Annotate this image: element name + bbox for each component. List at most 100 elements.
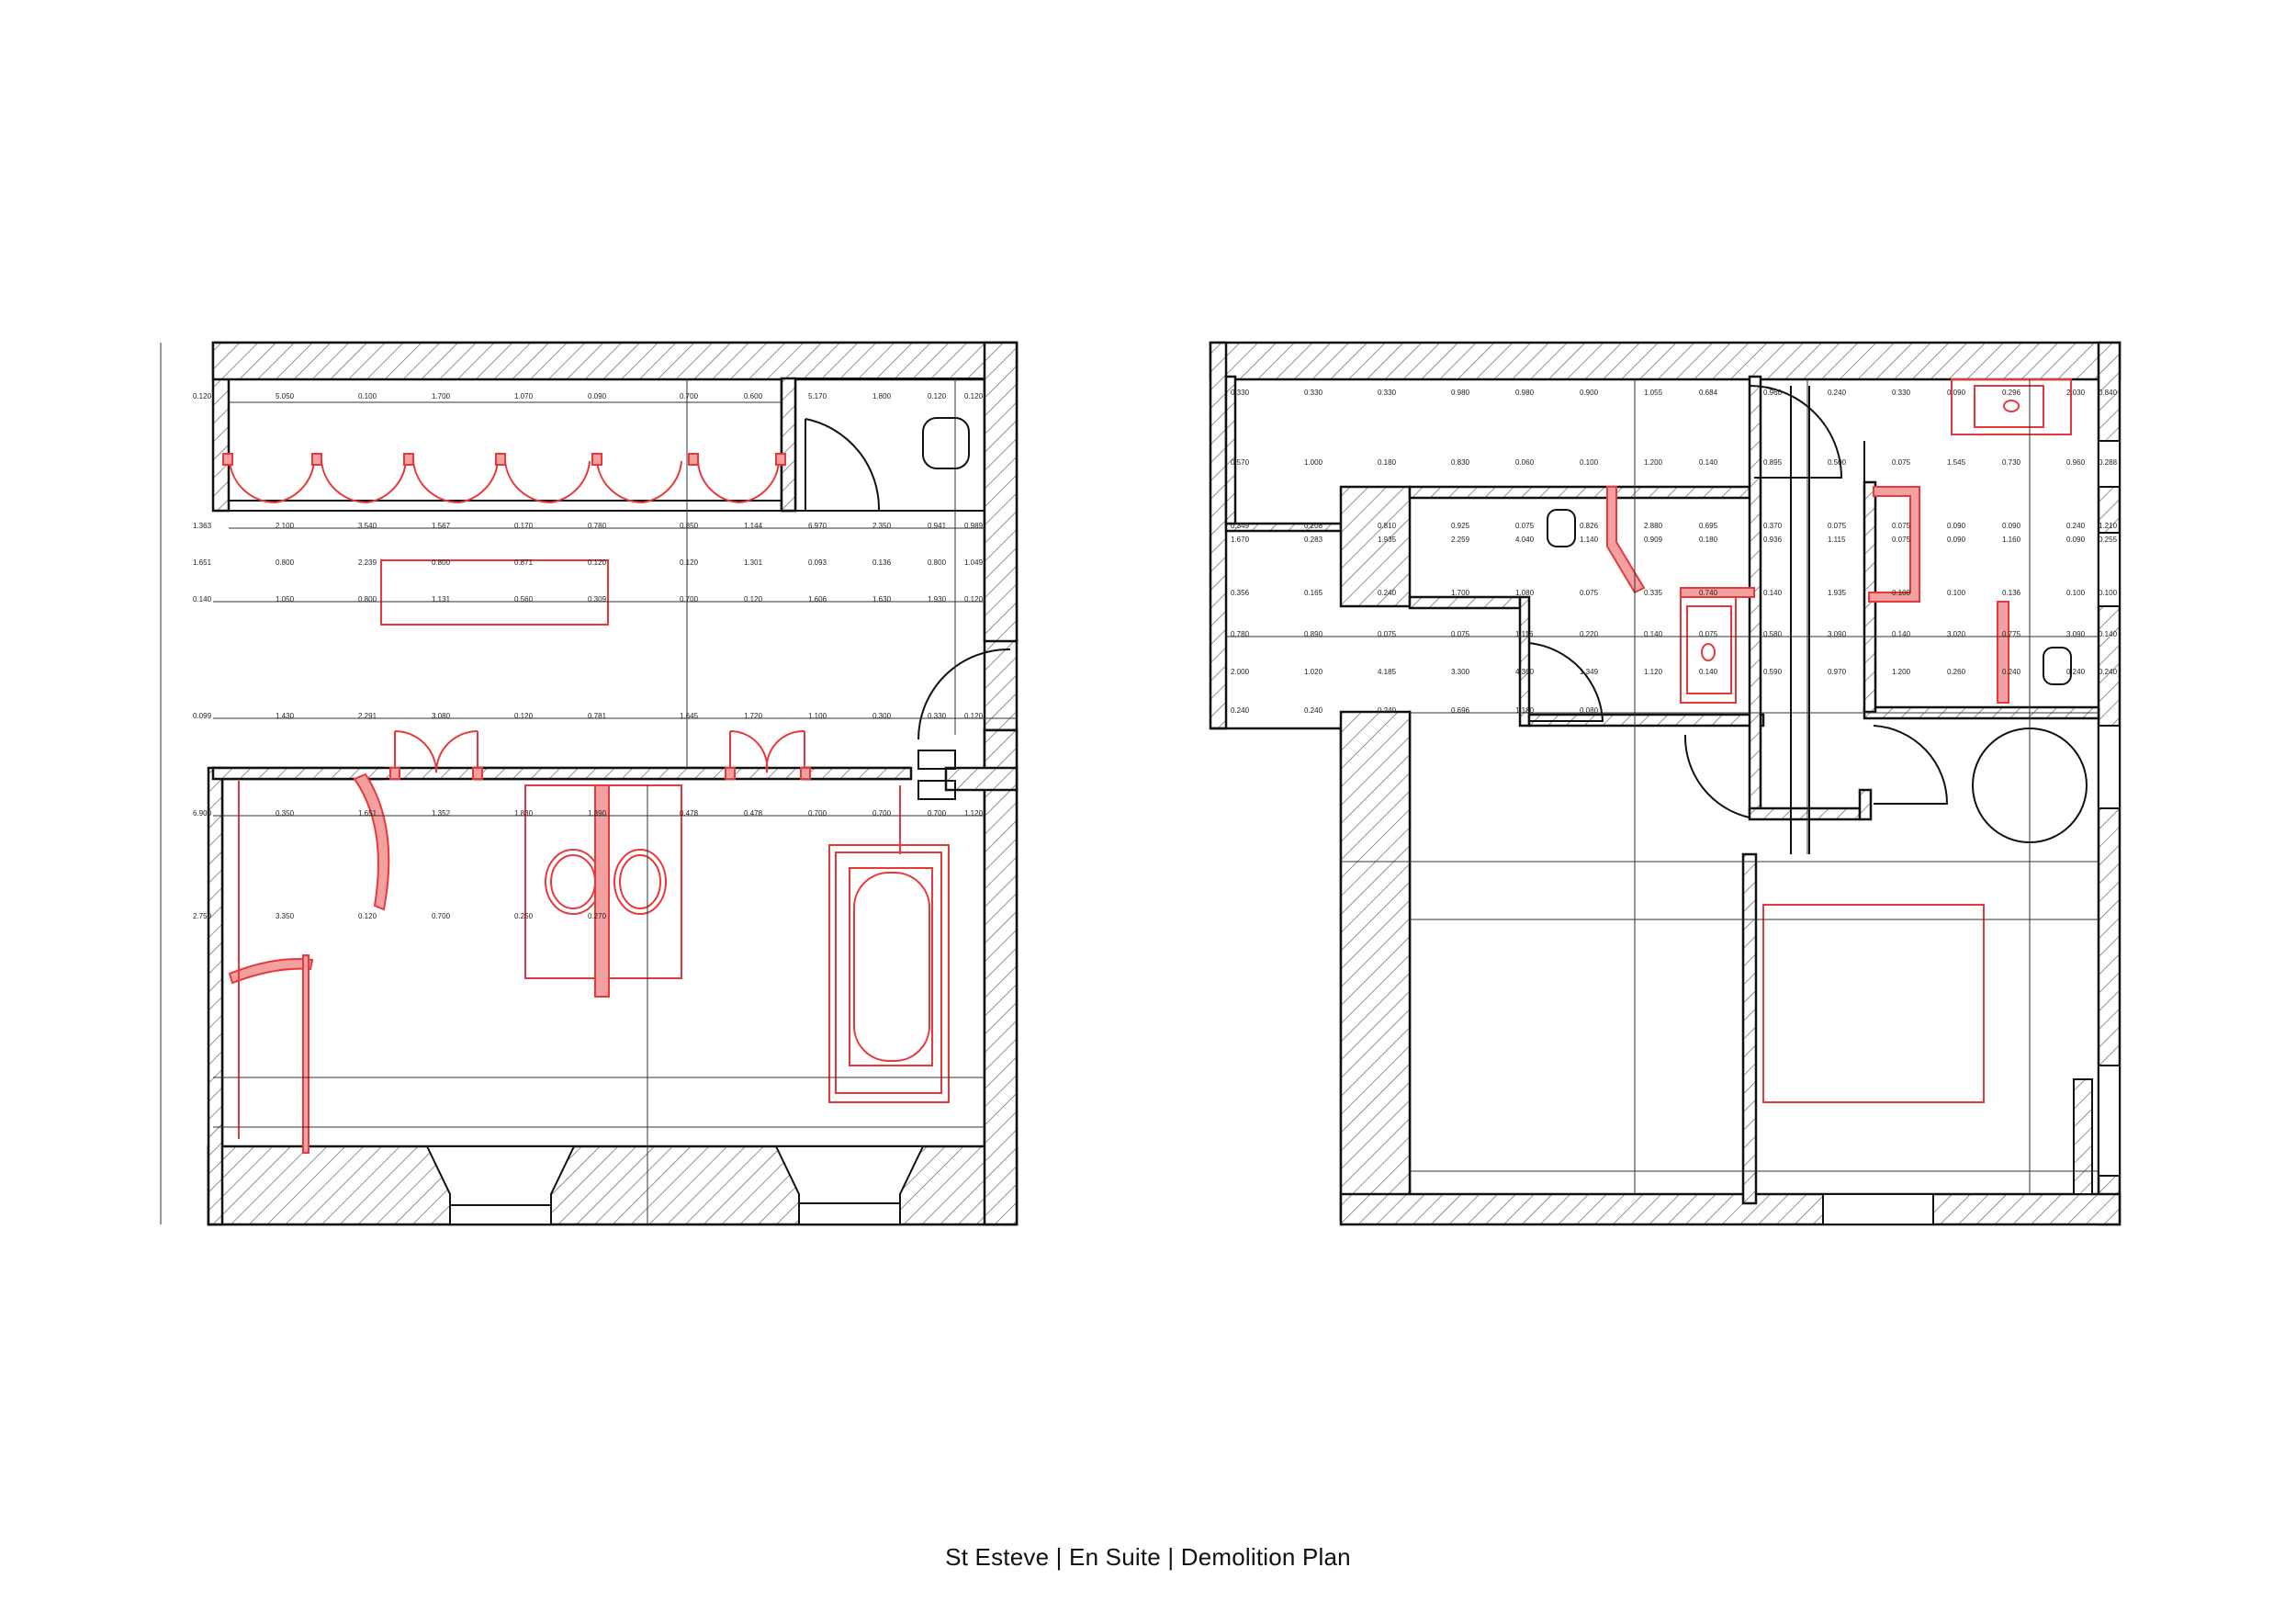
dimension-label: 0.240 [1231, 706, 1250, 715]
dimension-label: 0.140 [1763, 589, 1783, 597]
dimension-label: 1.100 [808, 712, 827, 720]
dimension-label: 0.260 [1947, 668, 1966, 676]
dimension-label: 1.606 [808, 595, 827, 603]
dimension-label: 0.165 [1304, 589, 1323, 597]
dimension-label: 2.100 [276, 522, 295, 530]
dimension-label: 4.360 [1515, 668, 1535, 676]
left-wc-box [794, 378, 985, 512]
dimension-label: 3.080 [432, 712, 451, 720]
dimension-label: 0.270 [588, 912, 607, 920]
dimension-label: 0.100 [358, 392, 377, 400]
dimension-label: 0.370 [1763, 522, 1783, 530]
dimension-label: 1.935 [1378, 536, 1397, 544]
dimension-label: 0.800 [358, 595, 377, 603]
dimension-label: 0.330 [1304, 389, 1323, 397]
dimension-label: 1.390 [588, 809, 607, 818]
dimension-label: 1.049 [964, 558, 984, 567]
dimension-label: 0.600 [744, 392, 763, 400]
left-wc-door [805, 418, 881, 512]
bath-panel [835, 851, 942, 1094]
dimension-label: 0.330 [928, 712, 947, 720]
right-red-basin-unit [1680, 587, 1737, 704]
dimension-label: 0.309 [588, 595, 607, 603]
dimension-label: 1.200 [1892, 668, 1911, 676]
dimension-label: 0.208 [1304, 522, 1323, 530]
dimension-label: 5.170 [808, 392, 827, 400]
right-red-wall-3 [1868, 486, 1920, 603]
right-doors [1528, 385, 2088, 854]
dimension-label: 2.880 [1644, 522, 1663, 530]
dimension-label: 0.140 [1892, 630, 1911, 638]
dimension-label: 0.120 [588, 558, 607, 567]
left-doors [805, 417, 1018, 800]
dimension-label: 0.240 [2002, 668, 2021, 676]
bath-tub [853, 872, 930, 1062]
dimension-label: 0.140 [1699, 458, 1718, 467]
dimension-label: 1.651 [193, 558, 212, 567]
dimension-label: 4.040 [1515, 536, 1535, 544]
door-jamb-2 [472, 767, 483, 780]
dimension-label: 1.020 [1304, 668, 1323, 676]
dimension-label: 0.300 [872, 712, 892, 720]
dimension-label: 0.590 [1763, 668, 1783, 676]
dimension-label: 0.350 [276, 809, 295, 818]
dimension-label: 0.800 [276, 558, 295, 567]
dimension-label: 0.075 [1515, 522, 1535, 530]
dimension-label: 5.050 [276, 392, 295, 400]
left-window-bay-2 [774, 1145, 925, 1204]
bedroom-bench [380, 559, 609, 626]
left-right-lower-block [944, 766, 1019, 792]
right-door-3 [1683, 734, 1750, 819]
wardrobe-door-4 [504, 460, 591, 504]
dimension-label: 0.500 [1828, 458, 1847, 467]
dimension-label: 0.925 [1451, 522, 1470, 530]
dimension-label: 0.120 [964, 712, 984, 720]
dimension-label: 0.478 [744, 809, 763, 818]
left-entry-door [917, 640, 1018, 740]
right-door-2 [1528, 642, 1604, 722]
dimension-label: 1.050 [276, 595, 295, 603]
dimension-label: 1.160 [2002, 536, 2021, 544]
dimension-label: 4.185 [1378, 668, 1397, 676]
right-red-vanity [1951, 378, 2072, 435]
dimension-label: 0.075 [1892, 522, 1911, 530]
dimension-label: 1.349 [1580, 668, 1599, 676]
dimension-label: 0.090 [1947, 522, 1966, 530]
left-duct-2 [917, 780, 956, 800]
bath-outer [828, 844, 950, 1103]
right-dimension-lines [1226, 379, 2099, 1194]
right-inner-wall-13 [1224, 375, 1237, 525]
dimension-label: 6.970 [808, 522, 827, 530]
dimension-label: 0.075 [1378, 630, 1397, 638]
left-window-sill-1 [449, 1204, 552, 1225]
dimension-label: 0.180 [1378, 458, 1397, 467]
right-wc-1 [1547, 509, 1576, 547]
dimension-label: 0.100 [1947, 589, 1966, 597]
dimension-label: 0.970 [1828, 668, 1847, 676]
dimension-label: 0.240 [2066, 522, 2086, 530]
right-window-openings [1822, 440, 2121, 1225]
dimension-label: 1.567 [432, 522, 451, 530]
right-wc-2 [2043, 647, 2072, 685]
right-window-side-4 [2098, 1065, 2121, 1177]
dimension-label: 0.140 [193, 595, 212, 603]
dimension-label: 0.240 [2099, 668, 2118, 676]
dimension-label: 0.140 [2099, 630, 2118, 638]
dimension-label: 0.730 [2002, 458, 2021, 467]
wardrobe-post-1 [222, 453, 233, 466]
dimension-label: 0.960 [2066, 458, 2086, 467]
dimension-label: 0.478 [680, 809, 699, 818]
dimension-label: 0.830 [1451, 458, 1470, 467]
right-red-wall-2 [1680, 587, 1755, 598]
dimension-label: 1.055 [1644, 389, 1663, 397]
left-right-wall-lower [983, 728, 1019, 1226]
dimension-label: 1.144 [744, 522, 763, 530]
dimension-label: 2.350 [872, 522, 892, 530]
dimension-label: 2.750 [193, 912, 212, 920]
right-red-basin [1701, 643, 1716, 661]
dimension-label: 1.140 [1580, 536, 1599, 544]
left-cross-wall [211, 766, 913, 781]
dimension-label: 0.180 [1699, 536, 1718, 544]
